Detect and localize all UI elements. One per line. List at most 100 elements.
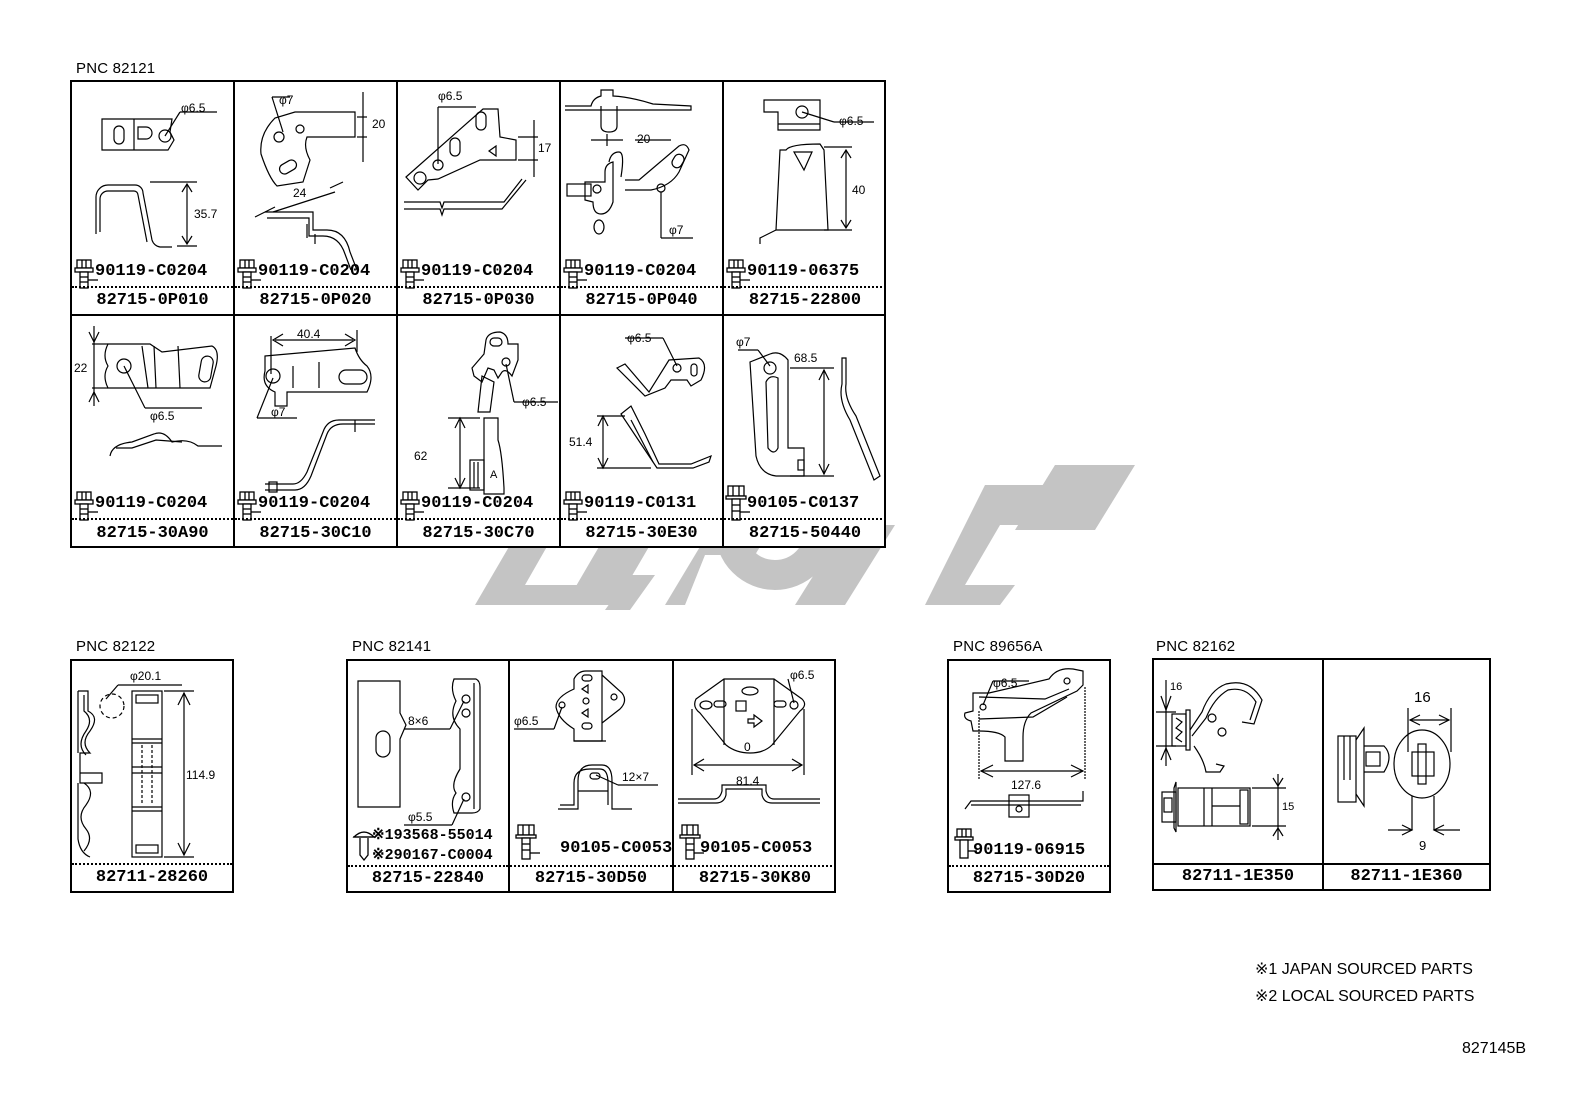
- dim-slot: 8×6: [408, 714, 429, 728]
- dim-width: 17: [538, 141, 552, 155]
- part-cell-82715-30C70[interactable]: φ6.5 62 A 90119-C0204 82715-30C70: [398, 316, 561, 548]
- part-number[interactable]: 82715-30A90: [72, 518, 233, 548]
- part-number[interactable]: 82711-1E350: [1154, 863, 1322, 889]
- dim-hole-diameter: φ6.5: [839, 114, 864, 128]
- bracket-drawing: φ6.5 35.7: [95, 101, 218, 248]
- bolt-part-number: 90105-C0137: [747, 494, 860, 513]
- part-cell-82715-30D20[interactable]: φ6.5 127.6 90119-06915 82715-30D20: [949, 661, 1109, 891]
- dim-slot: 12×7: [622, 770, 649, 784]
- part-number[interactable]: 82711-28260: [72, 863, 232, 891]
- bolt-part-number: 90105-C0053: [560, 839, 673, 858]
- part-cell-82715-0P010[interactable]: φ6.5 35.7 90119-C0204 82715-0P010: [72, 82, 235, 314]
- part-number[interactable]: 82715-30K80: [674, 865, 836, 891]
- bracket-drawing: φ6.5 40: [759, 99, 874, 244]
- dim-slot-length: 24: [293, 186, 307, 200]
- bolt-part-number: 90119-06375: [747, 262, 860, 281]
- bolt-part-number: 90119-C0204: [421, 262, 534, 281]
- part-number[interactable]: 82715-30E30: [561, 518, 722, 548]
- dim-diameter: φ20.1: [130, 669, 161, 683]
- part-cell-82715-30A90[interactable]: 22 φ6.5 90119-C0204 82715-30A90: [72, 316, 235, 548]
- part-number[interactable]: 82715-0P020: [235, 286, 396, 314]
- row-divider: [72, 314, 884, 316]
- part-cell-82715-30C10[interactable]: 40.4 φ7 90119-C0204 82715-30C10: [235, 316, 398, 548]
- dim-hole-diameter: φ6.5: [181, 101, 206, 115]
- dim-hole-diameter: φ6.5: [514, 714, 539, 728]
- dim-hole-diameter: φ6.5: [993, 676, 1018, 690]
- sourcing-notes: ※1 JAPAN SOURCED PARTS ※2 LOCAL SOURCED …: [1255, 956, 1474, 1010]
- part-cell-82715-50440[interactable]: φ7 68.5 90105-C0137 82715-50440: [724, 316, 886, 548]
- dim-diameter: 15: [1282, 801, 1294, 813]
- clip-drawing: 16 15: [1156, 680, 1294, 840]
- note-local-sourced: ※2 LOCAL SOURCED PARTS: [1255, 988, 1475, 1005]
- dim-height: 62: [414, 449, 428, 463]
- part-number[interactable]: 82715-0P010: [72, 286, 233, 314]
- dim-neck-width: 9: [1419, 838, 1426, 853]
- part-cell-82715-30D50[interactable]: φ6.5 12×7 90105-C0053 82715-30D50: [510, 661, 674, 891]
- dim-hole-diameter: φ7: [279, 93, 294, 107]
- dim-hole-diameter: φ7: [736, 335, 751, 349]
- part-cell-82715-30E30[interactable]: φ6.5 51.4 90119-C0131 82715-30E30: [561, 316, 724, 548]
- flange-bolt-icon: [679, 824, 704, 860]
- pnc-label-82122: PNC 82122: [76, 638, 156, 655]
- dim-length: 40.4: [297, 327, 321, 341]
- bolt-part-number: 90119-C0204: [584, 262, 697, 281]
- part-number[interactable]: 82715-22840: [348, 865, 508, 891]
- dim-hole-diameter: φ7: [669, 223, 684, 237]
- part-cell-82715-22840[interactable]: 8×6 φ5.5 ※193568-55014 ※290167-C0004 827…: [348, 661, 510, 891]
- part-number[interactable]: 82715-0P030: [398, 286, 559, 314]
- note-japan-sourced: ※1 JAPAN SOURCED PARTS: [1255, 961, 1473, 978]
- dim-hole-diameter: φ6.5: [790, 668, 815, 682]
- bolt-part-number: 90119-C0204: [258, 494, 371, 513]
- flange-bolt-icon: [400, 259, 424, 289]
- parts-panel-82122: φ20.1 114.9 82711-28260: [70, 659, 234, 893]
- part-number[interactable]: 82715-50440: [724, 518, 886, 548]
- dim-width: 16: [1414, 689, 1431, 706]
- part-number[interactable]: 82715-30C10: [235, 518, 396, 548]
- part-number[interactable]: 82715-30D50: [510, 865, 672, 891]
- bolt-part-number: 90119-C0204: [95, 262, 208, 281]
- bracket-drawing: 22 φ6.5: [74, 326, 222, 457]
- part-cell-82711-1E350[interactable]: 16 15 82711-1E350: [1154, 660, 1324, 889]
- bracket-drawing: φ7 20 24: [254, 92, 386, 271]
- bracket-drawing: φ6.5 12×7: [514, 670, 658, 810]
- flange-bolt-icon: [237, 491, 261, 521]
- dim-length: 127.6: [1011, 778, 1041, 792]
- flange-bolt-icon: [726, 259, 750, 289]
- dim-hole-diameter: φ6.5: [522, 395, 547, 409]
- part-cell-82711-28260[interactable]: φ20.1 114.9 82711-28260: [72, 661, 232, 891]
- part-number[interactable]: 82715-0P040: [561, 286, 722, 314]
- bolt-part-number-japan: ※193568-55014: [372, 827, 493, 844]
- part-cell-82715-0P030[interactable]: φ6.5 17 90119-C0204 82715-0P030: [398, 82, 561, 314]
- parts-panel-82121: φ6.5 35.7 90119-C0204 82715-0P010 φ: [70, 80, 886, 548]
- bracket-drawing: 40.4 φ7: [256, 327, 375, 493]
- dim-height: 68.5: [794, 351, 818, 365]
- flange-bolt-icon: [725, 485, 750, 521]
- dim-hole-diameter: φ5.5: [408, 810, 433, 824]
- part-cell-82711-1E360[interactable]: 16 9 82711-1E360: [1324, 660, 1489, 889]
- part-number[interactable]: 82711-1E360: [1324, 863, 1489, 889]
- bolt-part-number: 90119-06915: [973, 841, 1086, 860]
- parts-panel-82141: 8×6 φ5.5 ※193568-55014 ※290167-C0004 827…: [346, 659, 836, 893]
- dim-hole-diameter: φ6.5: [438, 89, 463, 103]
- bracket-drawing: φ6.5 51.4: [569, 331, 712, 470]
- pnc-label-82121: PNC 82121: [76, 60, 156, 77]
- screw-icon: [352, 831, 376, 861]
- part-cell-82715-0P020[interactable]: φ7 20 24 90119-C0204 82715-0P020: [235, 82, 398, 314]
- flange-bolt-icon: [563, 491, 587, 521]
- bracket-drawing: 8×6 φ5.5: [357, 678, 481, 826]
- part-number[interactable]: 82715-30C70: [398, 518, 559, 548]
- part-number[interactable]: 82715-30D20: [949, 865, 1109, 891]
- part-cell-82715-0P040[interactable]: 20 φ7 90119-C0204 82715-0P040: [561, 82, 724, 314]
- part-cell-82715-30K80[interactable]: φ6.5 81.4 0 90105-C0053 82715-30K80: [674, 661, 836, 891]
- parts-panel-89656A: φ6.5 127.6 90119-06915 82715-30D20: [947, 659, 1111, 893]
- part-number[interactable]: 82715-22800: [724, 286, 886, 314]
- bracket-drawing: φ7 68.5: [736, 335, 881, 481]
- mark-zero: 0: [744, 740, 751, 754]
- bolt-part-number: 90119-C0131: [584, 494, 697, 513]
- dim-width: 20: [372, 117, 386, 131]
- flange-bolt-icon: [400, 491, 424, 521]
- dim-length: 114.9: [186, 768, 215, 782]
- dim-height: 40: [852, 183, 866, 197]
- dim-height: 35.7: [194, 207, 218, 221]
- part-cell-82715-22800[interactable]: φ6.5 40 90119-06375 82715-22800: [724, 82, 886, 314]
